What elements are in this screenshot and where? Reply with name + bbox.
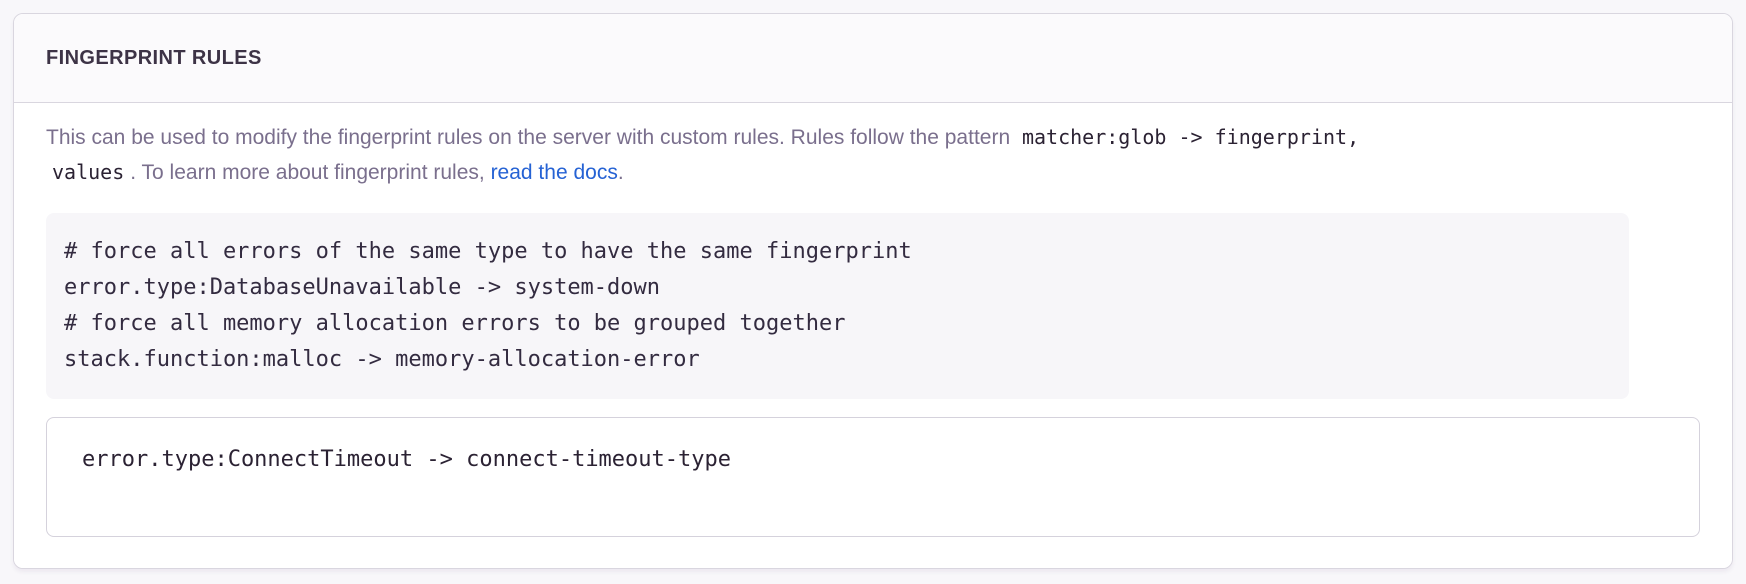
panel-body: This can be used to modify the fingerpri… <box>14 103 1732 568</box>
description-text-after: . <box>617 161 624 184</box>
read-the-docs-link[interactable]: read the docs <box>490 161 618 184</box>
fingerprint-rules-input[interactable]: error.type:ConnectTimeout -> connect-tim… <box>46 417 1700 537</box>
pattern-inline-code-part2: values <box>52 160 125 184</box>
description-text-middle: . To learn more about fingerprint rules, <box>130 161 491 184</box>
example-code-block: # force all errors of the same type to h… <box>46 213 1629 399</box>
pattern-inline-code-part1: matcher:glob -> fingerprint, <box>1021 125 1360 149</box>
description-text-before: This can be used to modify the fingerpri… <box>46 126 1016 149</box>
panel-header: FINGERPRINT RULES <box>14 14 1732 103</box>
field-description: This can be used to modify the fingerpri… <box>46 120 1700 190</box>
panel-title: FINGERPRINT RULES <box>46 46 262 69</box>
fingerprint-rules-panel: FINGERPRINT RULES This can be used to mo… <box>13 13 1733 569</box>
